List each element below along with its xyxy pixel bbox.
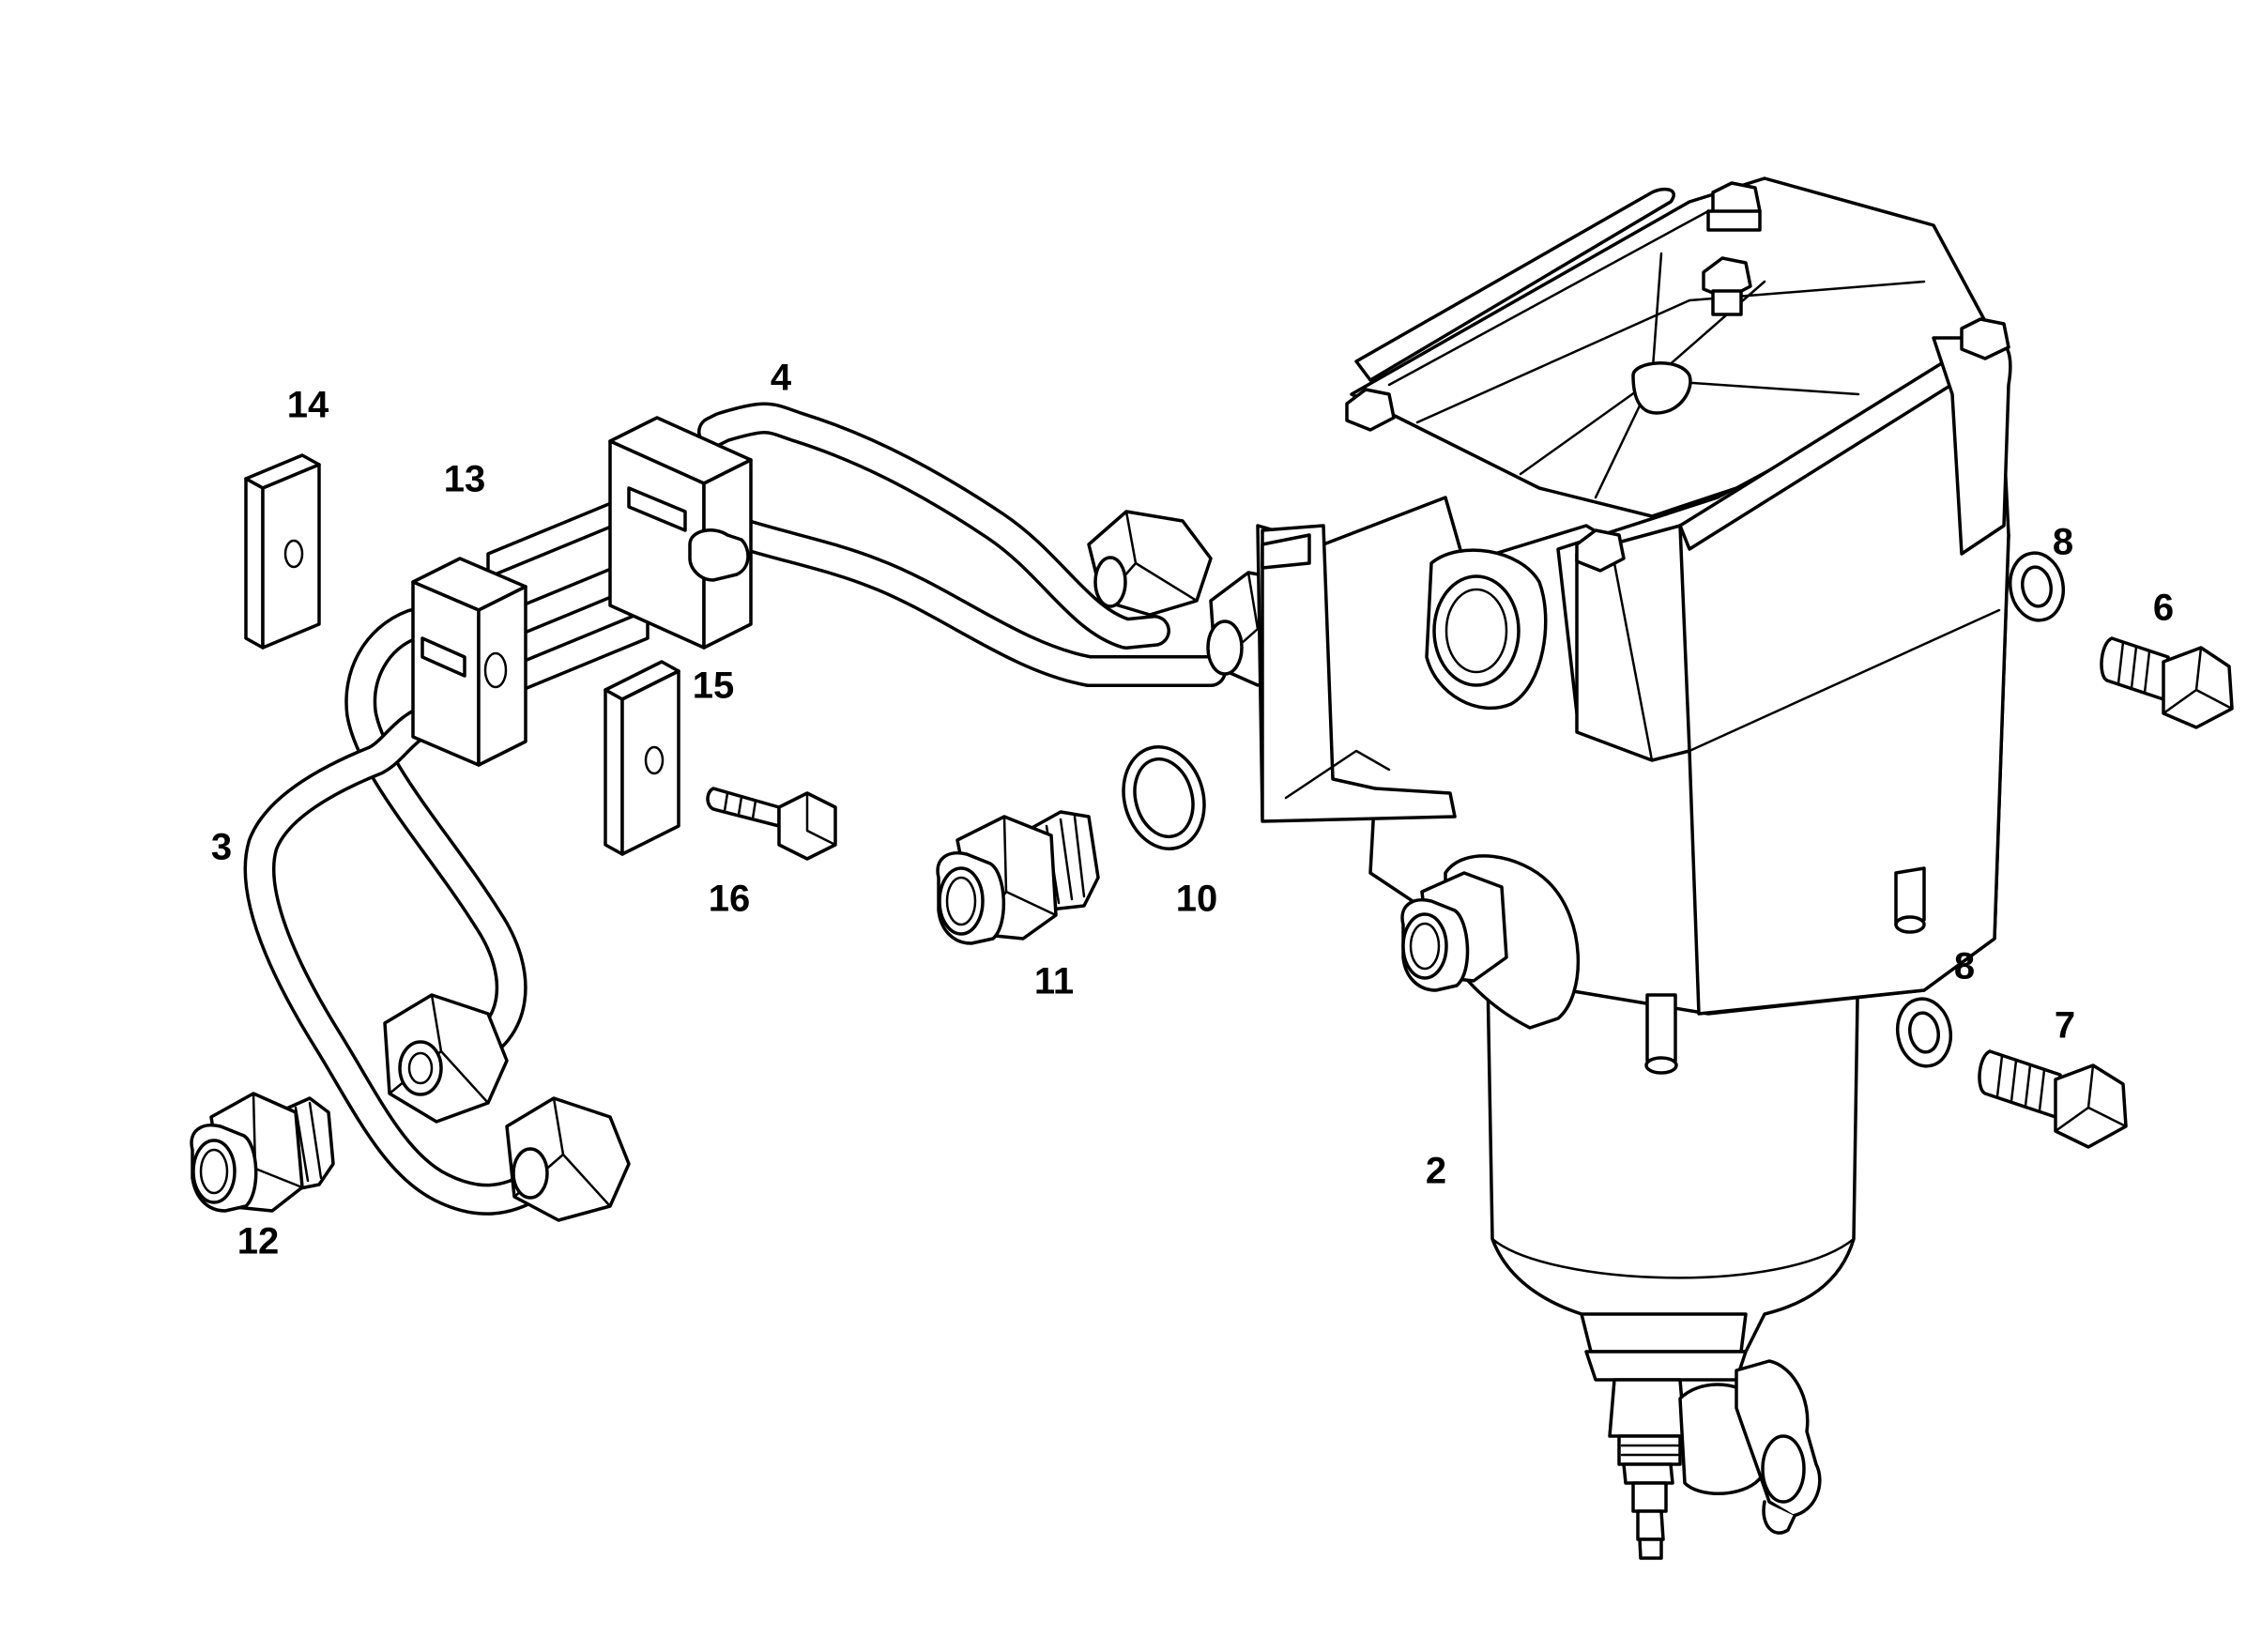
callout-13: 13 bbox=[444, 459, 486, 500]
callout-2: 2 bbox=[1426, 1151, 1446, 1192]
spacer-plate-14 bbox=[244, 453, 321, 650]
clamp-block-13 bbox=[411, 557, 527, 767]
callout-6: 6 bbox=[2153, 588, 2174, 629]
callout-10: 10 bbox=[1176, 879, 1218, 920]
callout-labels: 2 3 4 6 7 8 8 10 11 12 13 14 15 16 bbox=[211, 358, 2174, 1262]
callout-14: 14 bbox=[287, 385, 329, 426]
callout-7: 7 bbox=[2055, 1005, 2075, 1047]
sealing-ring-10 bbox=[1122, 745, 1206, 850]
union-fitting-11 bbox=[936, 810, 1100, 945]
bolt-6 bbox=[2100, 636, 2234, 729]
fitting-nut-lower-1 bbox=[383, 993, 509, 1124]
washer-8-upper bbox=[2008, 551, 2066, 622]
callout-8-lower: 8 bbox=[1954, 946, 1975, 987]
spacer-plate-15 bbox=[604, 660, 680, 856]
union-fitting-12 bbox=[190, 1092, 335, 1213]
pipe-3 bbox=[243, 608, 551, 1216]
fuel-filter-assembly-2 bbox=[1256, 176, 2012, 1560]
callout-15: 15 bbox=[693, 665, 735, 707]
callout-12: 12 bbox=[237, 1221, 280, 1262]
callout-3: 3 bbox=[211, 827, 232, 868]
bolt-7 bbox=[1978, 1049, 2128, 1149]
callout-16: 16 bbox=[709, 879, 751, 920]
callout-8-upper: 8 bbox=[2053, 522, 2073, 563]
fitting-nut-lower-2 bbox=[505, 1096, 631, 1222]
fitting-nut-upper-1 bbox=[1087, 510, 1213, 617]
clamp-block-rear bbox=[608, 416, 753, 650]
washer-8-lower bbox=[1895, 997, 1953, 1068]
bolt-16 bbox=[706, 787, 837, 861]
callout-11: 11 bbox=[1034, 961, 1074, 1002]
callout-4: 4 bbox=[771, 358, 792, 399]
